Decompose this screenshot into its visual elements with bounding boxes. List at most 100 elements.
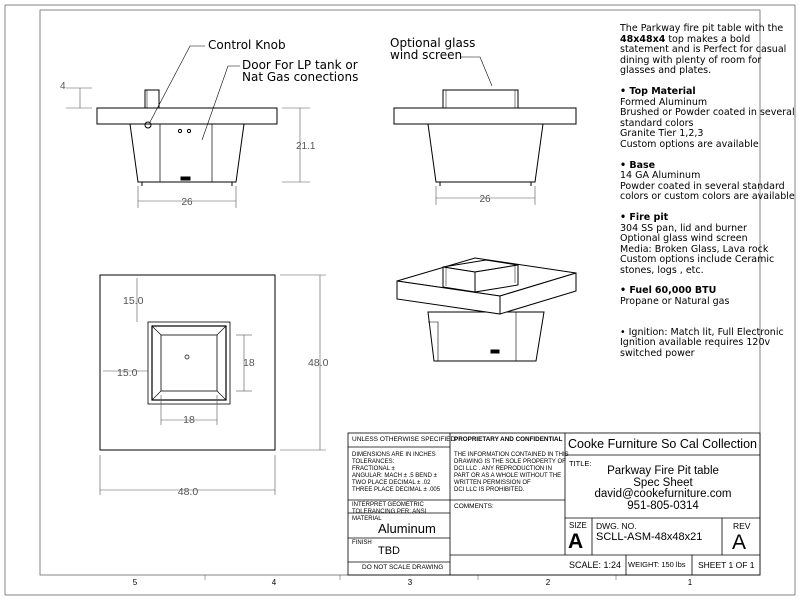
tb-tolerance-line: ANGULAR: MACH ± .5 BEND ± (352, 473, 437, 479)
tb-tolerance-line: THREE PLACE DECIMAL ± .005 (352, 487, 441, 493)
tb-do-not-scale: DO NOT SCALE DRAWING (362, 564, 444, 571)
spec-base-line: 14 GA Aluminum (620, 170, 701, 182)
tb-tolerance-line: DIMENSIONS ARE IN INCHES (352, 452, 436, 458)
spec-fuel-value: 60,000 BTU (654, 285, 717, 297)
tb-proprietary-line: DCI LLC IS PROHIBITED. (454, 487, 525, 493)
zone-label-5: 5 (133, 578, 138, 587)
spec-top-material: • Top Material Formed Aluminum Brushed o… (620, 85, 795, 151)
tb-interpret-line: INTERPRET GEOMETRIC (352, 502, 424, 508)
side-glass-screen (442, 89, 519, 109)
tb-proprietary-line: DRAWING IS THE SOLE PROPERTY OF (454, 459, 566, 465)
callout-door-line-2: Nat Gas conections (242, 70, 359, 84)
dim-left-offset: 15.0 (117, 367, 138, 379)
callout-door-line-1: Door For LP tank or (242, 58, 358, 72)
tb-comments-label: COMMENTS: (454, 503, 494, 510)
tb-proprietary-heading: PROPRIETARY AND CONFIDENTIAL (454, 436, 563, 443)
tb-title-line: david@cookefurniture.com (594, 488, 732, 500)
tb-unless: UNLESS OTHERWISE SPECIFIED: (352, 436, 457, 443)
top-view (99, 274, 276, 451)
side-leader (460, 56, 493, 87)
top-table-outline (99, 274, 276, 451)
tb-interpret-line: TOLERANCING PER: ANSI (352, 509, 427, 515)
dim-base-front: 26 (181, 197, 193, 208)
spec-intro-prefix: The Parkway fire pit table with the (620, 23, 784, 34)
spec-intro: The Parkway fire pit table with the 48x4… (620, 23, 795, 77)
callout-door: Door For LP tank or Nat Gas conections (242, 59, 358, 83)
spec-base: • Base 14 GA Aluminum Powder coated in s… (620, 159, 795, 203)
tb-size-label: SIZE (569, 521, 587, 530)
top-dimensions (99, 274, 326, 495)
spec-base-line: Powder coated in several standard colors… (620, 180, 795, 203)
tb-weight: WEIGHT: 150 lbs (628, 560, 686, 569)
zone-label-1: 1 (688, 578, 693, 587)
tb-dwg-label: DWG. NO. (596, 521, 637, 531)
iso-base (427, 311, 545, 362)
side-dimensions (435, 186, 536, 205)
pit-center (184, 354, 190, 360)
zone-label-4: 4 (272, 578, 277, 587)
spec-top-material-line: Brushed or Powder coated in several stan… (620, 107, 795, 129)
title-block-grid (347, 432, 761, 576)
pit-outer (147, 321, 231, 405)
side-view (393, 89, 577, 186)
tb-title: Parkway Fire Pit table Spec Sheet david@… (566, 465, 760, 512)
sheet-border (4, 4, 796, 596)
callout-control-knob: Control Knob (208, 38, 286, 52)
dim-overall-height: 48.0 (308, 357, 329, 369)
tb-tolerance-line: TOLERANCES: (352, 459, 395, 465)
dim-top-offset: 15.0 (123, 295, 144, 307)
side-table-top (393, 107, 577, 125)
tb-proprietary-line: WRITTEN PERMISSION OF (454, 480, 531, 486)
tb-dwg-no: SCLL-ASM-48x48x21 (596, 531, 703, 543)
tb-interpret: INTERPRET GEOMETRIC TOLERANCING PER: ANS… (352, 502, 426, 516)
tb-proprietary-text: THE INFORMATION CONTAINED IN THIS DRAWIN… (454, 452, 569, 494)
iso-screen-left (442, 266, 476, 293)
tb-proprietary-line: DCI LLC . ANY REPRODUCTION IN (454, 466, 552, 472)
tb-size: A (568, 530, 584, 553)
front-dimensions (66, 87, 310, 208)
tb-title-line: 951-805-0314 (627, 499, 699, 512)
tb-tolerance-line: TWO PLACE DECIMAL ± .02 (352, 480, 431, 486)
spec-sheet: The Parkway fire pit table with the 48x4… (620, 23, 795, 369)
pit-inner (160, 334, 218, 392)
front-leaders (149, 45, 240, 141)
dim-pit-height: 18 (243, 357, 255, 369)
tb-finish-label: FINISH (352, 540, 372, 546)
tb-material-label: MATERIAL (352, 516, 382, 522)
callout-wind-screen-line-2: wind screen (390, 48, 463, 62)
tb-tolerances: DIMENSIONS ARE IN INCHES TOLERANCES: FRA… (352, 452, 440, 494)
tb-scale: SCALE: 1:24 (569, 560, 622, 570)
zone-label-3: 3 (408, 578, 413, 587)
iso-screen-right (474, 264, 519, 293)
spec-top-material-heading: • Top Material (620, 85, 696, 97)
spec-fuel-line: Propane or Natural gas (620, 296, 730, 308)
spec-intro-suffix: top makes a bold statement and is Perfec… (620, 33, 787, 77)
front-table-top (96, 107, 278, 125)
zone-ticks (204, 575, 617, 580)
tb-title-line: Spec Sheet (633, 476, 693, 489)
control-knob (144, 121, 152, 129)
spec-top-material-line: Granite Tier 1,2,3 (620, 128, 704, 140)
dim-base-side: 26 (479, 194, 491, 205)
dim-overall-width: 48.0 (178, 486, 199, 498)
dim-height: 21.1 (296, 141, 316, 152)
spec-fire-pit-heading: • Fire pit (620, 211, 669, 223)
isometric-view (396, 257, 577, 362)
dim-pit-width: 18 (183, 414, 195, 426)
spec-base-heading: • Base (620, 159, 656, 171)
spec-ignition: • Ignition: Match lit, Full Electronic I… (620, 326, 784, 359)
spec-fire-pit: • Fire pit 304 SS pan, lid and burner Op… (620, 211, 795, 277)
tb-sheet: SHEET 1 OF 1 (698, 560, 755, 570)
spec-intro-bold: 48x48x4 (620, 33, 666, 45)
tb-rev: A (732, 531, 747, 554)
zone-label-2: 2 (546, 578, 551, 587)
tb-rev-label: REV (733, 521, 751, 531)
tb-title-label: TITLE: (569, 459, 592, 468)
spec-fire-pit-line: Custom options include Ceramic stones, l… (620, 254, 775, 276)
dim-top-thickness: 4 (60, 81, 66, 92)
tb-title-line: Parkway Fire Pit table (607, 465, 719, 477)
front-door-panel (159, 123, 213, 183)
spec-fire-pit-line: Optional glass wind screen (620, 233, 748, 245)
front-view (96, 89, 278, 186)
